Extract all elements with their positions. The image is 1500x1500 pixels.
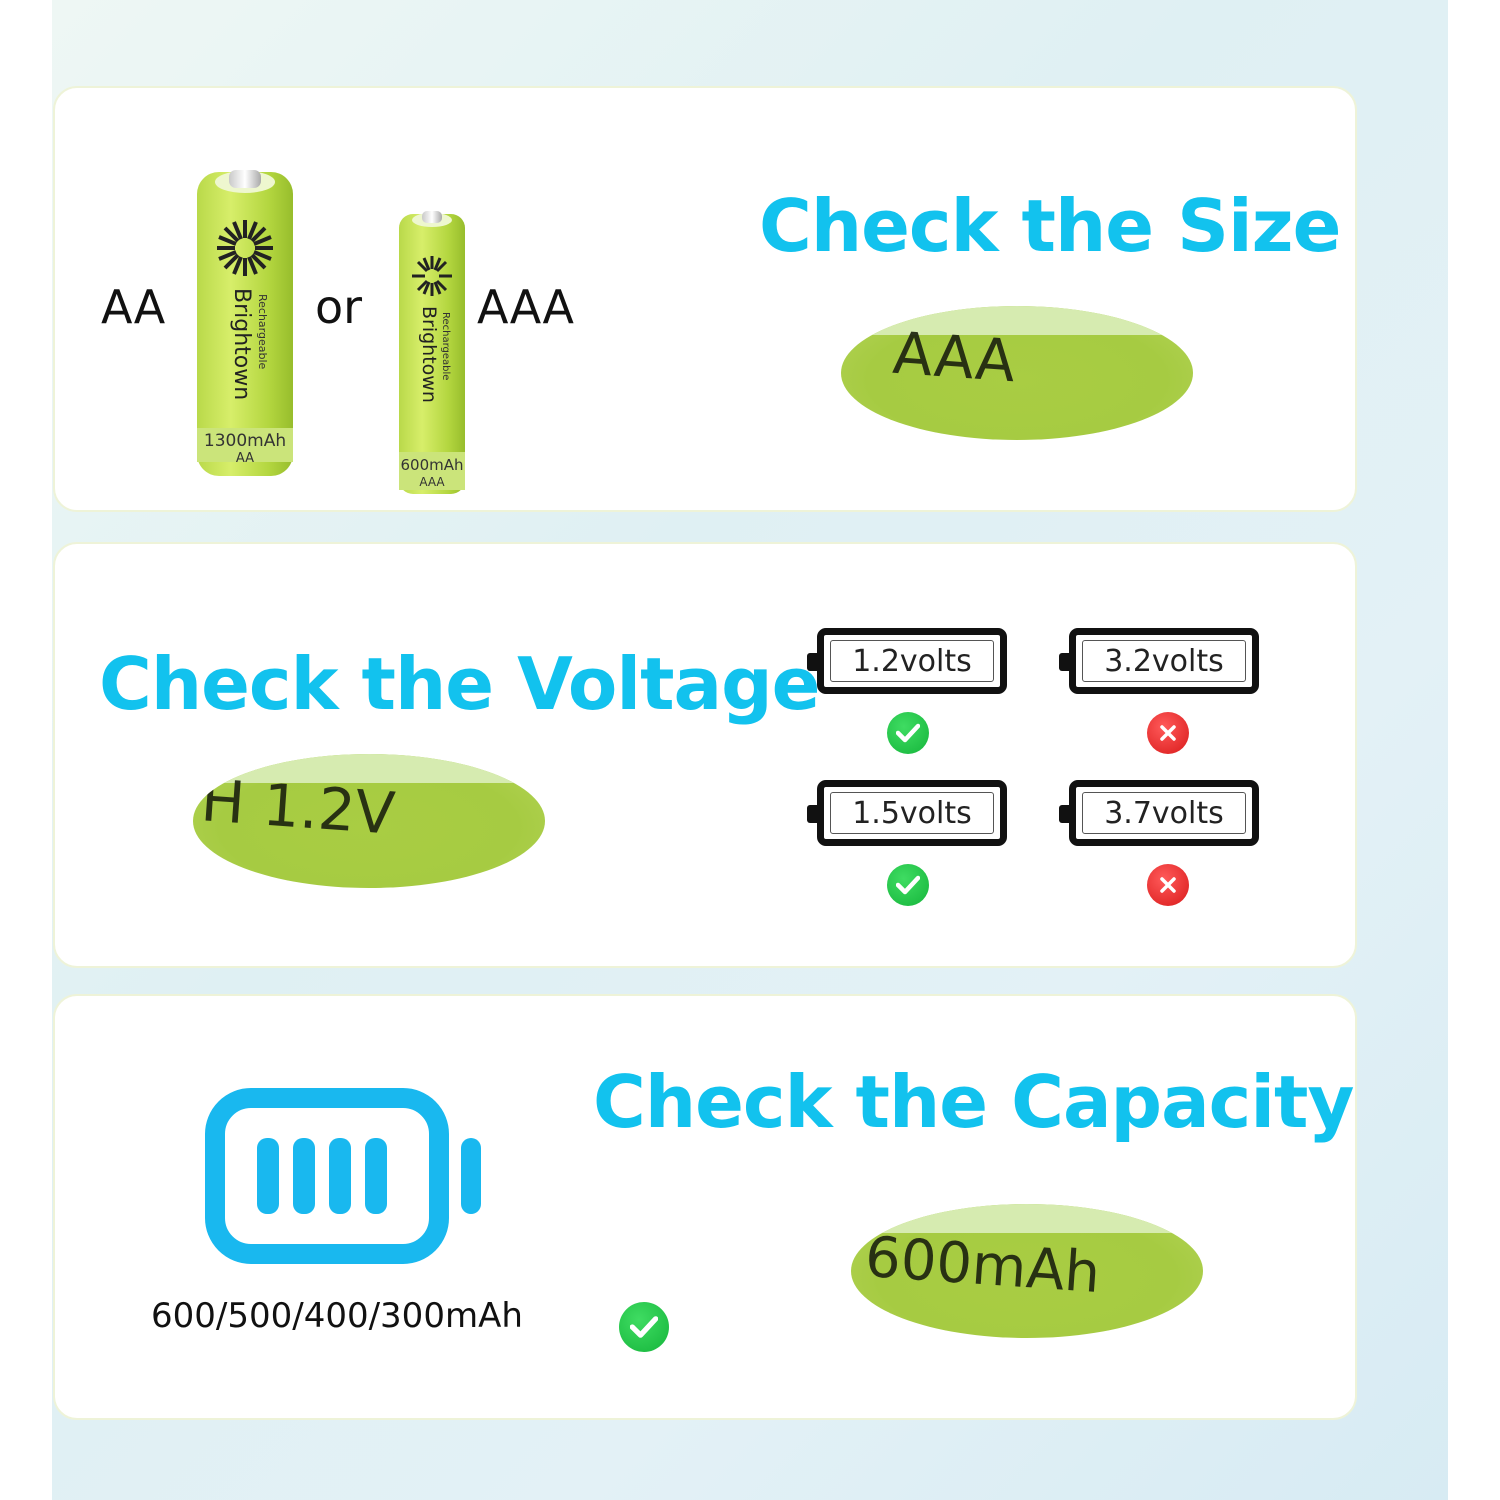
battery-full-icon <box>205 1088 481 1264</box>
svg-text:AA: AA <box>236 451 254 466</box>
voltage-zoom-magnifier: H 1.2V <box>193 754 545 888</box>
voltage-card: Check the Voltage H 1.2V 1.2volts 3.2vol… <box>53 542 1357 968</box>
voltage-option-label: 1.2volts <box>830 640 994 682</box>
aaa-zoom-text: AAA <box>890 318 1018 396</box>
cross-icon <box>1147 712 1189 754</box>
aaa-zoom-magnifier: AAA <box>841 306 1193 440</box>
svg-text:Brightown: Brightown <box>229 288 254 400</box>
check-icon <box>887 712 929 754</box>
voltage-zoom-text: H 1.2V <box>198 766 398 848</box>
voltage-option-label: 3.2volts <box>1082 640 1246 682</box>
size-card: AA Brightown Recharge <box>53 86 1357 512</box>
check-icon <box>887 864 929 906</box>
svg-text:1300mAh: 1300mAh <box>204 431 286 451</box>
svg-text:Rechargeable: Rechargeable <box>256 294 269 370</box>
capacity-zoom-text: 600mAh <box>863 1224 1103 1307</box>
or-label: or <box>315 280 363 334</box>
voltage-option-3-2v: 3.2volts <box>1059 628 1259 694</box>
aa-battery-image: Brightown Rechargeable 1300mAh AA <box>197 170 293 476</box>
svg-text:AAA: AAA <box>419 475 445 489</box>
voltage-option-3-7v: 3.7volts <box>1059 780 1259 846</box>
voltage-option-label: 1.5volts <box>830 792 994 834</box>
svg-text:Rechargeable: Rechargeable <box>440 312 451 380</box>
check-icon <box>619 1302 669 1352</box>
size-headline: Check the Size <box>759 184 1341 268</box>
capacity-headline: Check the Capacity <box>593 1060 1354 1144</box>
svg-text:Brightown: Brightown <box>418 306 440 403</box>
voltage-headline: Check the Voltage <box>99 642 820 726</box>
capacity-zoom-magnifier: 600mAh <box>851 1204 1203 1338</box>
svg-text:600mAh: 600mAh <box>400 456 463 474</box>
aaa-label: AAA <box>477 280 574 334</box>
cross-icon <box>1147 864 1189 906</box>
aaa-battery-image: Brightown Rechargeable 600mAh AAA <box>399 211 465 494</box>
voltage-option-1-5v: 1.5volts <box>807 780 1007 846</box>
capacity-values: 600/500/400/300mAh <box>151 1296 523 1336</box>
voltage-option-1-2v: 1.2volts <box>807 628 1007 694</box>
voltage-option-label: 3.7volts <box>1082 792 1246 834</box>
capacity-card: 600/500/400/300mAh Check the Capacity 60… <box>53 994 1357 1420</box>
aa-label: AA <box>101 280 166 334</box>
